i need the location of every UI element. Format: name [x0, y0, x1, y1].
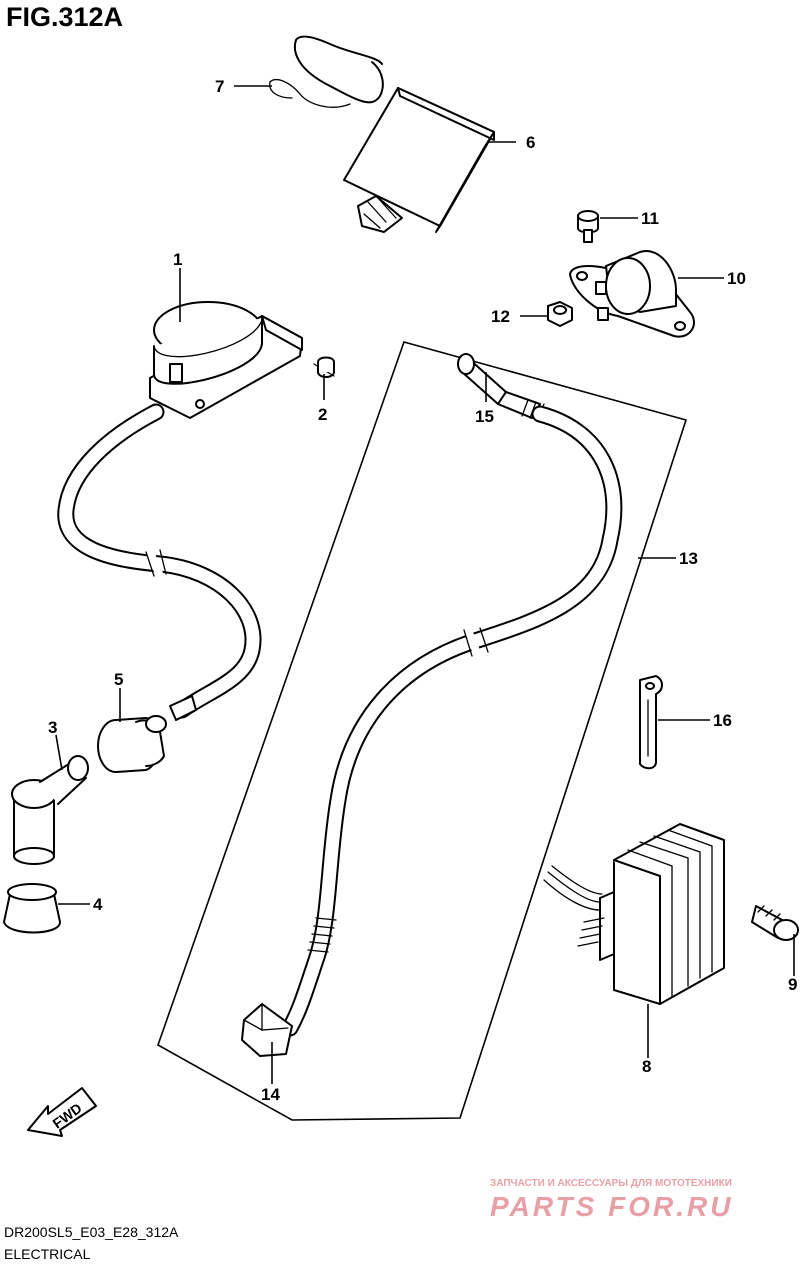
- callout-1: 1: [173, 250, 182, 269]
- callout-8: 8: [642, 1057, 651, 1076]
- cable-part-13: [281, 405, 623, 1037]
- section-name: ELECTRICAL: [4, 1246, 91, 1262]
- callout-14: 14: [261, 1085, 280, 1104]
- callout-9: 9: [788, 975, 797, 994]
- relay-part-10: [569, 250, 695, 338]
- callout-6: 6: [526, 133, 535, 152]
- callout-7: 7: [215, 77, 224, 96]
- callout-4: 4: [93, 895, 103, 914]
- callout-15: 15: [475, 407, 494, 426]
- cable-group-outline: [157, 341, 688, 1121]
- figure-code: DR200SL5_E03_E28_312A: [4, 1224, 179, 1240]
- callout-2: 2: [318, 405, 327, 424]
- plug-cap-part-3: [11, 755, 89, 865]
- screw-part-2: [313, 356, 335, 378]
- ignition-coil-part-1: [149, 301, 303, 419]
- regulator-part-8: [543, 823, 725, 1005]
- nut-part-12: [547, 301, 573, 327]
- figure-title: FIG.312A: [6, 2, 123, 32]
- coil-cable: [57, 403, 262, 721]
- callout-3: 3: [48, 718, 57, 737]
- cable-end-part-14: [241, 1003, 293, 1057]
- callout-12: 12: [491, 307, 510, 326]
- seal-part-5: [97, 715, 167, 773]
- cover-part-4: [3, 883, 61, 934]
- callout-11: 11: [641, 209, 659, 228]
- watermark-line-2: PARTS FOR.RU: [490, 1191, 733, 1222]
- cdi-unit-part-6: [343, 87, 495, 233]
- clip-part-7: [269, 35, 384, 108]
- callout-16: 16: [713, 711, 732, 730]
- clamp-part-16: [639, 675, 663, 770]
- fwd-arrow-icon: FWD: [27, 1087, 97, 1137]
- watermark-line-1: ЗАПЧАСТИ И АКСЕССУАРЫ ДЛЯ МОТОТЕХНИКИ: [490, 1178, 732, 1189]
- callout-13: 13: [679, 549, 698, 568]
- leader-lines: [55, 85, 795, 1084]
- callout-5: 5: [114, 670, 123, 689]
- bolt-part-9: [751, 905, 799, 941]
- callout-10: 10: [727, 269, 746, 288]
- bolt-part-11: [577, 210, 599, 243]
- cable-end-part-15: [457, 353, 545, 421]
